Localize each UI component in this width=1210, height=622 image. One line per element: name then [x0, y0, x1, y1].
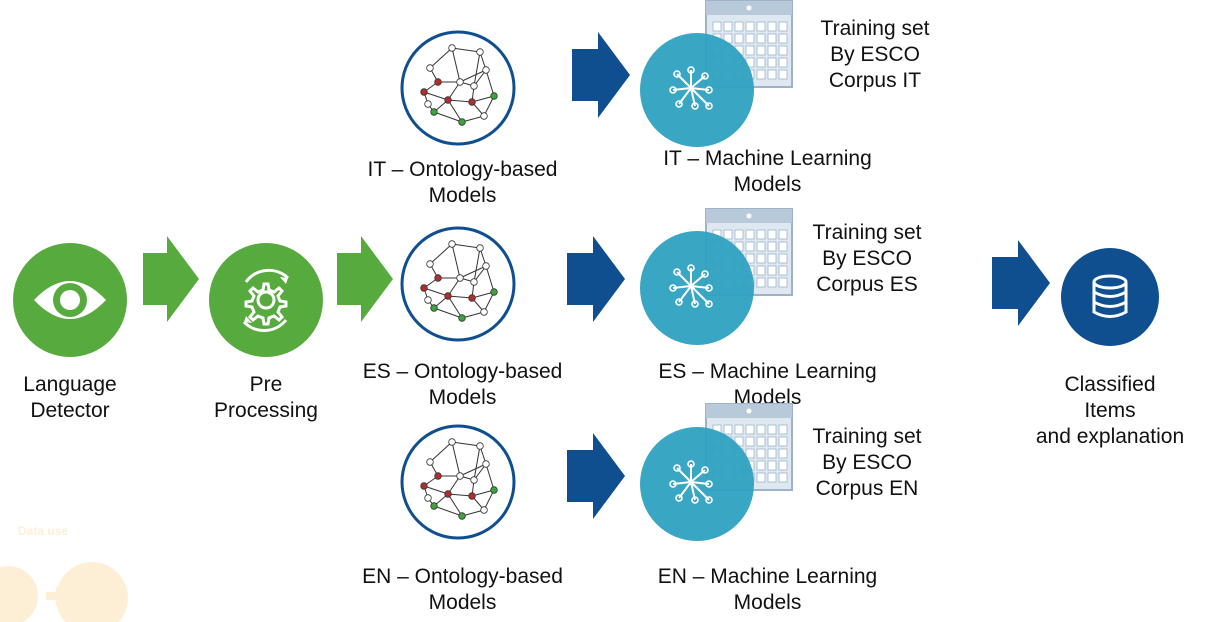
neural-hub-icon: [640, 231, 754, 345]
ontology-model-label: EN – Ontology-based Models: [362, 565, 563, 614]
training-set-label: Training set By ESCO Corpus ES: [812, 221, 922, 296]
arrow-right-icon: [567, 236, 625, 322]
arrow-right-icon: [567, 433, 625, 519]
arrow-right-icon: [992, 240, 1050, 326]
neural-hub-icon: [640, 427, 754, 541]
neural-hub-icon: [640, 33, 754, 147]
faded-logo-icons: [0, 562, 128, 622]
eye-icon: [13, 243, 127, 357]
faded-logo: Data use: [0, 520, 150, 622]
network-graph-icon: [400, 424, 516, 540]
training-set-label: Training set By ESCO Corpus IT: [820, 17, 930, 92]
ml-model-label: IT – Machine Learning Models: [663, 147, 872, 196]
ontology-model-label: ES – Ontology-based Models: [362, 360, 563, 409]
language-detector-label: Language Detector: [23, 373, 117, 422]
network-graph-icon: [400, 30, 516, 146]
pre-processing-label: Pre Processing: [214, 373, 318, 422]
arrow-right-icon: [143, 236, 199, 322]
database-icon: [1061, 248, 1159, 346]
ontology-model-label: IT – Ontology-based Models: [367, 158, 558, 207]
ml-model-label: EN – Machine Learning Models: [657, 565, 878, 614]
training-set-label: Training set By ESCO Corpus EN: [812, 425, 922, 500]
gear-cycle-icon: [209, 243, 323, 357]
arrow-right-icon: [572, 32, 630, 118]
output-label: Classified Items and explanation: [1035, 373, 1185, 448]
network-graph-icon: [400, 226, 516, 342]
arrow-right-icon: [337, 236, 393, 322]
faded-logo-text: Data use: [18, 524, 69, 538]
